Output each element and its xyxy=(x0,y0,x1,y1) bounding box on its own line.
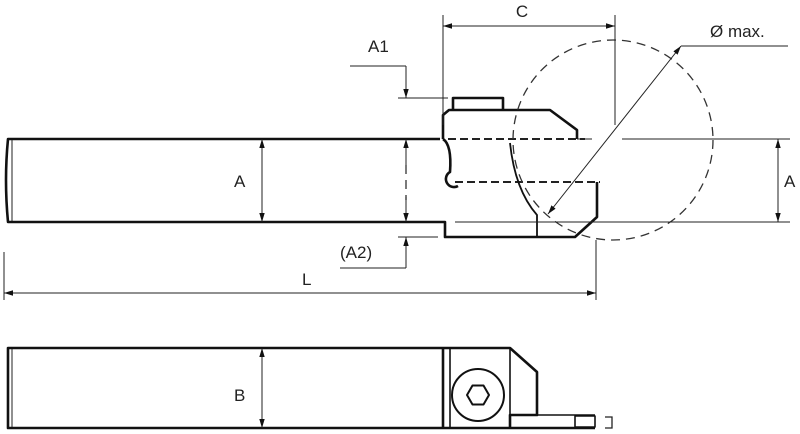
clamp-neck xyxy=(442,137,459,189)
a2-label: (A2) xyxy=(340,243,372,262)
insert-curve xyxy=(509,142,538,237)
insert-tip-b xyxy=(574,415,596,428)
diameter-max-label: Ø max. xyxy=(710,22,765,41)
c-label: C xyxy=(516,2,528,21)
diameter-dimension-line xyxy=(547,45,682,215)
b-label: B xyxy=(234,386,245,405)
a-right-label: A xyxy=(784,172,796,191)
top-view: B xyxy=(6,346,613,430)
side-view: C Ø max. A1 (A2) A A L xyxy=(3,2,796,300)
a1-label: A1 xyxy=(368,37,389,56)
clamp-screw-icon xyxy=(451,368,505,422)
shank-top-view-outline xyxy=(6,346,595,430)
clamp-top-block xyxy=(451,96,505,110)
tip-bracket xyxy=(605,416,613,429)
shank-outline xyxy=(4,137,599,239)
max-diameter-circle xyxy=(512,39,714,241)
l-label: L xyxy=(302,270,311,289)
a-left-label: A xyxy=(234,172,246,191)
clamp-body xyxy=(441,108,579,139)
